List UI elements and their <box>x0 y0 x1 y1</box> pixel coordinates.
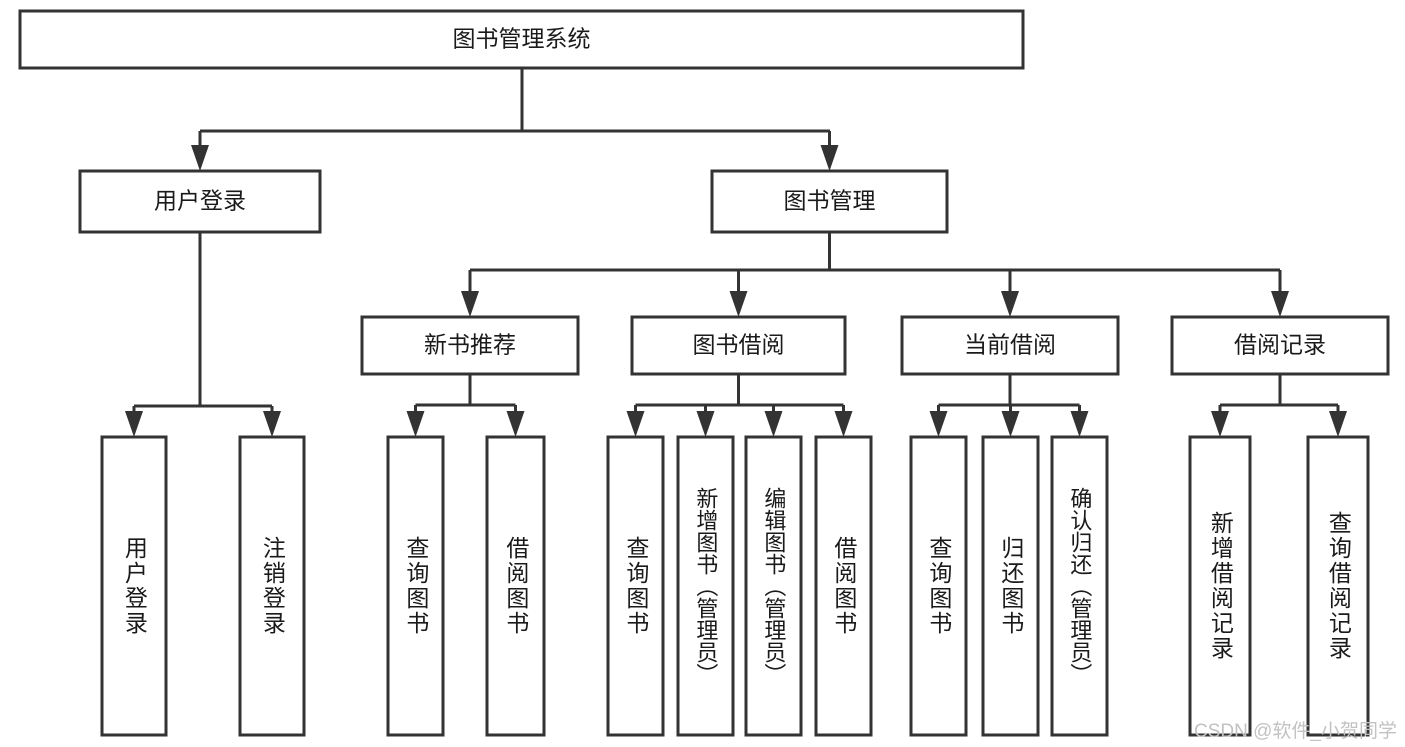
arrow-to-book-borrow <box>729 291 748 317</box>
node-book-borrow-label: 图书借阅 <box>693 332 785 358</box>
arrow-to-current-borrow <box>1001 291 1019 317</box>
arrow-to-leaf-user-login <box>125 411 143 437</box>
root-node-root-box[interactable] <box>18 9 1025 70</box>
leaf-node-leaf-add-book-box[interactable] <box>676 435 735 737</box>
leaf-node-leaf-user-login-box[interactable] <box>100 435 168 737</box>
leaf-node-leaf-query-record-box[interactable] <box>1306 435 1370 737</box>
arrow-to-leaf-query-book-b <box>626 411 645 437</box>
leaf-node-leaf-user-logout-box[interactable] <box>238 435 306 737</box>
node-book-manage-label: 图书管理 <box>784 188 876 214</box>
node-book-borrow-box[interactable] <box>630 315 847 376</box>
arrow-to-leaf-query-record <box>1329 411 1347 437</box>
leaf-node-leaf-borrow-book-b-box[interactable] <box>814 435 873 737</box>
arrow-to-leaf-query-book-rec <box>406 411 425 437</box>
leaf-node-leaf-edit-book-box[interactable] <box>744 435 803 737</box>
arrow-to-book-manage <box>820 145 839 171</box>
node-current-borrow-label: 当前借阅 <box>964 332 1056 358</box>
arrow-to-leaf-borrow-book-rec <box>506 411 525 437</box>
node-user-login-box[interactable] <box>78 169 322 234</box>
arrow-to-leaf-user-logout <box>263 411 281 437</box>
arrow-to-leaf-edit-book <box>764 411 783 437</box>
arrow-to-leaf-add-record <box>1211 411 1229 437</box>
leaf-node-leaf-query-book-rec-box[interactable] <box>386 435 445 737</box>
node-borrow-record-label: 借阅记录 <box>1234 332 1326 358</box>
arrow-to-new-book-rec <box>461 291 479 317</box>
arrow-to-leaf-query-book-c <box>929 411 948 437</box>
leaf-node-leaf-add-record-box[interactable] <box>1188 435 1252 737</box>
arrow-to-leaf-return-book <box>1001 411 1020 437</box>
leaf-node-leaf-return-book-box[interactable] <box>981 435 1040 737</box>
node-borrow-record-box[interactable] <box>1170 315 1390 376</box>
arrow-to-leaf-add-book <box>696 411 715 437</box>
arrow-to-borrow-record <box>1271 291 1289 317</box>
boxes-layer <box>18 9 1390 737</box>
connectors-layer <box>125 68 1347 437</box>
node-user-login-label: 用户登录 <box>154 188 246 214</box>
csdn-watermark: CSDN @软件_小贺同学 <box>1194 721 1397 742</box>
root-node-root-label: 图书管理系统 <box>453 26 591 52</box>
arrow-to-leaf-confirm-return <box>1070 411 1089 437</box>
leaf-node-leaf-query-book-b-box[interactable] <box>606 435 665 737</box>
leaf-node-leaf-confirm-return-box[interactable] <box>1050 435 1109 737</box>
arrow-to-leaf-borrow-book-b <box>834 411 853 437</box>
node-current-borrow-box[interactable] <box>900 315 1120 376</box>
node-new-book-rec-label: 新书推荐 <box>424 332 516 358</box>
node-new-book-rec-box[interactable] <box>360 315 580 376</box>
arrow-to-user-login <box>191 145 209 171</box>
leaf-node-leaf-borrow-book-rec-box[interactable] <box>485 435 546 737</box>
node-book-manage-box[interactable] <box>710 169 949 234</box>
leaf-node-leaf-query-book-c-box[interactable] <box>909 435 968 737</box>
